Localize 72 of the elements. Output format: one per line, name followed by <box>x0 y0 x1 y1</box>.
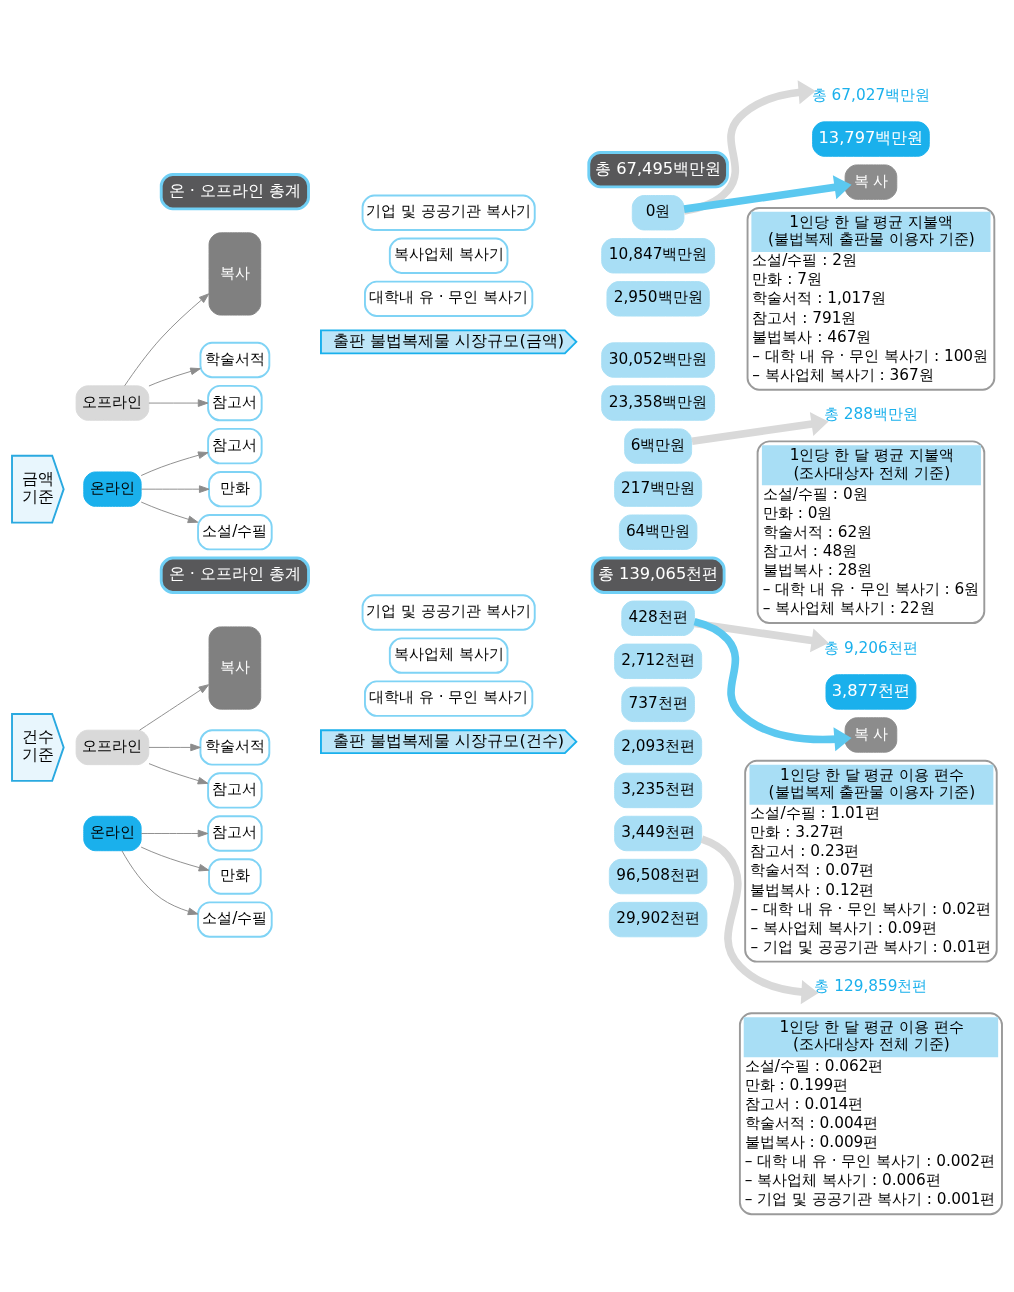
arrow <box>140 829 209 837</box>
node-box: 학술서적 <box>199 341 271 378</box>
node-box: 대학내 유 · 무인 복사기 <box>364 679 534 717</box>
node-box: 참고서 <box>207 427 263 464</box>
arrow <box>140 501 199 523</box>
node-box: 6백만원 <box>624 427 693 464</box>
node-text: 총 67,027백만원 <box>811 85 931 104</box>
node-text: 총 129,859천편 <box>814 976 928 995</box>
node-box: 1인당 한 달 평균 이용 편수 (조사대상자 전체 기준) 소설/수필 : 0.062편 만화 : 0.199편 참고서 : 0.014편 학술서적 : 0.004편 불법복사 : 0.009편 – 대학 내 유 · 무인 복사기 : 0.002편 – 복사업체 복사기 : 0.006편 – 기업 및 공공기관 복사기 : 0.001편 <box>738 1011 1003 1215</box>
arrow <box>694 619 829 652</box>
node-box: 소설/수필 <box>197 513 273 550</box>
node-box: 온 · 오프라인 총계 <box>159 556 310 594</box>
node-box: 30,052백만원 <box>601 341 716 378</box>
node-box: 오프라인 <box>75 384 150 421</box>
node-box: 217백만원 <box>614 470 703 507</box>
node-box: 29,902천편 <box>608 901 708 937</box>
node-box: 3,235천편 <box>614 772 703 808</box>
node-box: 온라인 <box>83 815 142 851</box>
node-box: 복 사 <box>844 716 898 753</box>
node-box: 2,093천편 <box>614 729 703 765</box>
node-box: 오프라인 <box>75 729 150 765</box>
arrow <box>148 743 201 751</box>
arrow <box>693 617 852 751</box>
node-box: 3,877천편 <box>825 673 917 710</box>
arrow <box>148 398 209 407</box>
node-box: 복 사 <box>844 163 898 200</box>
node-box: 23,358백만원 <box>601 384 716 421</box>
node-box: 0원 <box>631 194 685 230</box>
node-box: 428천편 <box>621 600 695 636</box>
arrow <box>140 450 209 476</box>
node-box: 13,797백만원 <box>812 120 930 157</box>
node-box: 96,508천편 <box>608 858 708 894</box>
node-box: 온라인 <box>83 470 142 507</box>
arrow <box>140 846 210 871</box>
node-box: 참고서 <box>207 771 263 809</box>
node-box: 3,449천편 <box>614 815 703 851</box>
arrow <box>121 849 199 915</box>
node-box: 기업 및 공공기관 복사기 <box>361 194 536 231</box>
node-box: 온 · 오프라인 총계 <box>159 172 310 210</box>
node-box: 총 67,495백만원 <box>587 150 729 188</box>
node-box: 기업 및 공공기관 복사기 <box>361 593 536 631</box>
node-box: 2,950백만원 <box>606 280 710 316</box>
arrow <box>700 835 819 1004</box>
node-box: 1인당 한 달 평균 지불액 (조사대상자 전체 기준) 소설/수필 : 0원 만화 : 0원 학술서적 : 62원 참고서 : 48원 불법복사 : 28원 – 대학 내 유 · 무인 복사기 : 6원 – 복사업체 복사기 : 22원 <box>756 439 986 624</box>
arrow <box>683 174 852 213</box>
arrow <box>683 79 816 215</box>
node-text: 총 9,206천편 <box>824 638 918 657</box>
node-box: 총 139,065천편 <box>590 556 726 594</box>
node-box: 복사 <box>208 625 262 710</box>
arrow <box>140 484 210 493</box>
node-box: 만화 <box>208 857 262 895</box>
node-box: 소설/수필 <box>197 900 273 938</box>
node-box: 학술서적 <box>199 728 271 766</box>
node-box: 10,847백만원 <box>601 237 716 273</box>
node-box: 대학내 유 · 무인 복사기 <box>364 280 534 317</box>
arrow <box>691 411 829 445</box>
node-box: 복사 <box>208 231 262 316</box>
node-box: 2,712천편 <box>614 643 703 679</box>
node-box: 만화 <box>208 470 262 507</box>
node-box: 737천편 <box>621 686 695 722</box>
node-box: 64백만원 <box>618 514 698 550</box>
arrow <box>148 367 201 386</box>
node-box: 1인당 한 달 평균 이용 편수 (불법복제 출판물 이용자 기준) 소설/수필 : 1.01편 만화 : 3.27편 참고서 : 0.23편 학술서적 : 0.07편 불법복사 : 0.12편 – 대학 내 유 · 무인 복사기 : 0.02편 – 복사업체 복사기 : 0.09편 – 기업 및 공공기관 복사기 : 0.01편 <box>744 759 998 963</box>
node-box: 1인당 한 달 평균 지불액 (불법복제 출판물 이용자 기준) 소설/수필 : 2원 만화 : 7원 학술서적 : 1,017원 참고서 : 791원 불법복사 : 467원 – 대학 내 유 · 무인 복사기 : 100원 – 복사업체 복사기 : 367원 <box>746 206 996 391</box>
arrow <box>148 762 209 784</box>
node-box: 복사업체 복사기 <box>388 636 509 674</box>
node-box: 참고서 <box>207 814 263 852</box>
node-box: 복사업체 복사기 <box>388 237 509 274</box>
arrow <box>139 683 210 731</box>
node-text: 총 288백만원 <box>823 404 918 423</box>
arrow <box>124 292 210 386</box>
node-box: 참고서 <box>207 384 263 421</box>
